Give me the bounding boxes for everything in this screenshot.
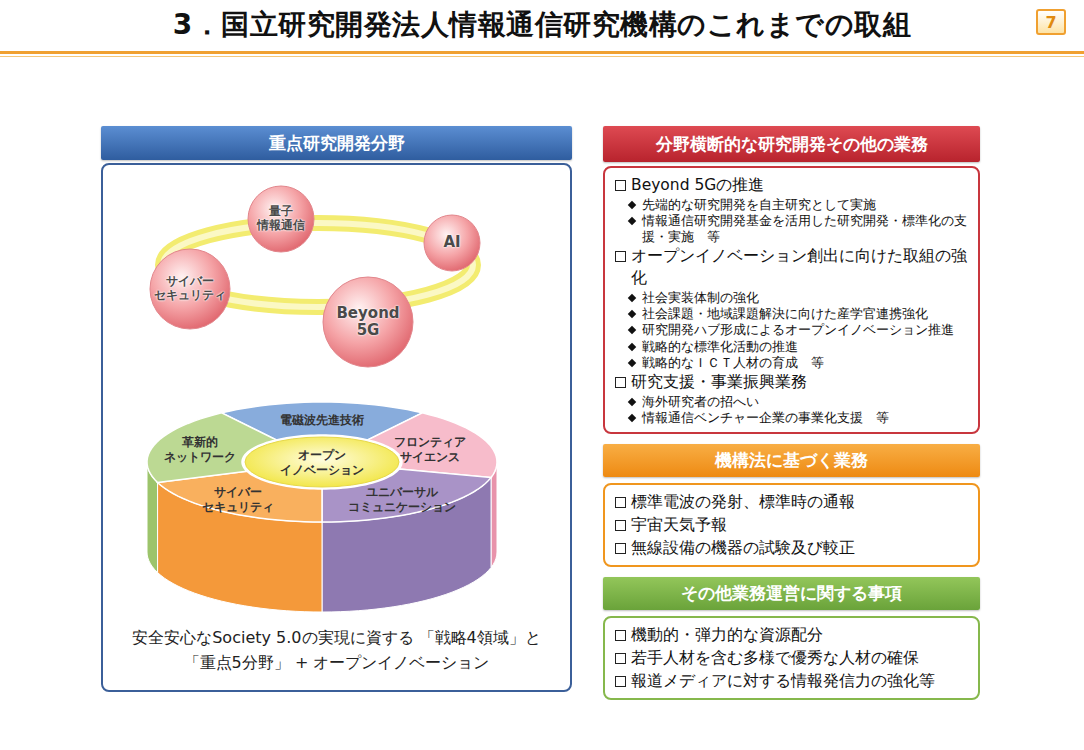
list-row: 先端的な研究開発を自主研究として実施 — [615, 197, 968, 213]
bullet-diamond — [628, 326, 636, 334]
panel-body: 機動的・弾力的な資源配分若手人材を含む多様で優秀な人材の確保報道メディアに対する… — [603, 616, 980, 700]
list-row: 戦略的な標準化活動の推進 — [615, 339, 968, 355]
title-rule-thin — [0, 56, 1084, 57]
bullet-square — [615, 630, 626, 641]
circle-label: Beyond 5G — [335, 305, 401, 340]
list-row: 社会実装体制の強化 — [615, 290, 968, 306]
list-item: 標準電波の発射、標準時の通報 — [631, 492, 968, 514]
list-row: Beyond 5Gの推進 — [615, 175, 968, 197]
panel-heading: 機構法に基づく業務 — [715, 449, 868, 472]
segment-label: オープン イノベーション — [276, 448, 368, 478]
bullet-diamond — [628, 398, 636, 406]
panel-header: 機構法に基づく業務 — [603, 444, 980, 477]
list-row: 機動的・弾力的な資源配分 — [615, 625, 968, 647]
panel-header: その他業務運営に関する事項 — [603, 577, 980, 610]
field-segment: 電磁波先進技術 — [267, 413, 377, 428]
slide-title: 3．国立研究開発法人情報通信研究機構のこれまでの取組 — [0, 6, 1084, 44]
segment-label: 革新的 ネットワーク — [160, 435, 240, 465]
bullet-diamond — [628, 414, 636, 422]
field-panel: 重点研究開発分野安全安心なSociety 5.0の実現に資する 「戦略4領域」と… — [101, 126, 572, 692]
panel-body: 標準電波の発射、標準時の通報宇宙天気予報無線設備の機器の試験及び較正 — [603, 483, 980, 567]
bullet-diamond — [628, 359, 636, 367]
list-item: 宇宙天気予報 — [631, 515, 968, 537]
list-row: 標準電波の発射、標準時の通報 — [615, 492, 968, 514]
list-row: 若手人材を含む多様で優秀な人材の確保 — [615, 648, 968, 670]
field-segment: ユニバーサル コミュニケーション — [343, 485, 461, 515]
page-number: 7 — [1036, 9, 1066, 35]
bullet-diamond — [628, 294, 636, 302]
list-row: 宇宙天気予報 — [615, 515, 968, 537]
bullet-square — [615, 653, 626, 664]
bullet-square — [615, 676, 626, 687]
list-row: 海外研究者の招へい — [615, 394, 968, 410]
sub-item: 海外研究者の招へい — [642, 394, 968, 410]
circle-label: 量子 情報通信 — [251, 205, 311, 233]
segment-label: フロンティア サイエンス — [388, 435, 472, 465]
donut-side — [491, 462, 497, 568]
field-segment: 革新的 ネットワーク — [160, 435, 240, 465]
strategy-circle: 量子 情報通信 — [247, 185, 315, 253]
sub-item: 先端的な研究開発を自主研究として実施 — [642, 197, 968, 213]
sub-item: 研究開発ハブ形成によるオープンイノベーション推進 — [642, 322, 968, 338]
bullet-diamond — [628, 200, 636, 208]
list-row: 情報通信ベンチャー企業の事業化支援 等 — [615, 410, 968, 426]
list-item: Beyond 5Gの推進 — [631, 175, 968, 197]
circle-label: サイバー セキュリティ — [152, 275, 228, 303]
list-row: 研究開発ハブ形成によるオープンイノベーション推進 — [615, 322, 968, 338]
panel-heading: その他業務運営に関する事項 — [681, 582, 902, 605]
sub-item: 社会課題・地域課題解決に向けた産学官連携強化 — [642, 306, 968, 322]
list-row: オープンイノベーション創出に向けた取組の強化 — [615, 246, 968, 289]
panel-body: Beyond 5Gの推進先端的な研究開発を自主研究として実施情報通信研究開発基金… — [603, 166, 980, 434]
list-row: 研究支援・事業振興業務 — [615, 372, 968, 394]
list-row: 社会課題・地域課題解決に向けた産学官連携強化 — [615, 306, 968, 322]
panel-heading: 分野横断的な研究開発その他の業務 — [656, 133, 928, 156]
list-item: 無線設備の機器の試験及び較正 — [631, 538, 968, 560]
task-panel: 機構法に基づく業務標準電波の発射、標準時の通報宇宙天気予報無線設備の機器の試験及… — [603, 444, 980, 567]
circle-label: AI — [427, 234, 477, 251]
bullet-square — [615, 180, 626, 191]
bullet-diamond — [628, 217, 636, 225]
list-item: オープンイノベーション創出に向けた取組の強化 — [631, 246, 968, 289]
list-item: 若手人材を含む多様で優秀な人材の確保 — [631, 648, 968, 670]
donut-center — [245, 437, 399, 487]
list-item: 機動的・弾力的な資源配分 — [631, 625, 968, 647]
list-item: 報道メディアに対する情報発信力の強化等 — [631, 671, 968, 693]
strategy-circle: Beyond 5G — [322, 276, 414, 368]
sub-item: 情報通信ベンチャー企業の事業化支援 等 — [642, 410, 968, 426]
list-row: 戦略的なＩＣＴ人材の育成 等 — [615, 355, 968, 371]
field-donut — [147, 402, 497, 612]
panel-header: 分野横断的な研究開発その他の業務 — [603, 126, 980, 162]
segment-label: ユニバーサル コミュニケーション — [343, 485, 461, 515]
bullet-square — [615, 251, 626, 262]
task-panel: その他業務運営に関する事項機動的・弾力的な資源配分若手人材を含む多様で優秀な人材… — [603, 577, 980, 700]
field-segment: サイバー セキュリティ — [196, 485, 280, 515]
sub-item: 戦略的なＩＣＴ人材の育成 等 — [642, 355, 968, 371]
bullet-square — [615, 377, 626, 388]
strategy-circle: AI — [423, 214, 481, 272]
list-row: 無線設備の機器の試験及び較正 — [615, 538, 968, 560]
bullet-square — [615, 543, 626, 554]
list-row: 情報通信研究開発基金を活用した研究開発・標準化の支援・実施 等 — [615, 213, 968, 246]
sub-item: 戦略的な標準化活動の推進 — [642, 339, 968, 355]
sub-item: 情報通信研究開発基金を活用した研究開発・標準化の支援・実施 等 — [642, 213, 968, 246]
bullet-square — [615, 520, 626, 531]
bullet-square — [615, 497, 626, 508]
panel-caption: 安全安心なSociety 5.0の実現に資する 「戦略4領域」と「重点5分野」 … — [103, 625, 570, 676]
list-row: 報道メディアに対する情報発信力の強化等 — [615, 671, 968, 693]
bullet-diamond — [628, 342, 636, 350]
sub-item: 社会実装体制の強化 — [642, 290, 968, 306]
task-panel: 分野横断的な研究開発その他の業務 Beyond 5Gの推進先端的な研究開発を自主研… — [603, 126, 980, 434]
segment-label: サイバー セキュリティ — [196, 485, 280, 515]
field-segment: オープン イノベーション — [276, 448, 368, 478]
list-item: 研究支援・事業振興業務 — [631, 372, 968, 394]
panel-heading: 重点研究開発分野 — [269, 132, 405, 155]
field-segment: フロンティア サイエンス — [388, 435, 472, 465]
bullet-diamond — [628, 310, 636, 318]
segment-label: 電磁波先進技術 — [267, 413, 377, 428]
panel-body: 安全安心なSociety 5.0の実現に資する 「戦略4領域」と「重点5分野」 … — [101, 163, 572, 692]
panel-header: 重点研究開発分野 — [101, 126, 572, 160]
title-rule — [0, 51, 1084, 54]
strategy-circle: サイバー セキュリティ — [149, 248, 231, 330]
